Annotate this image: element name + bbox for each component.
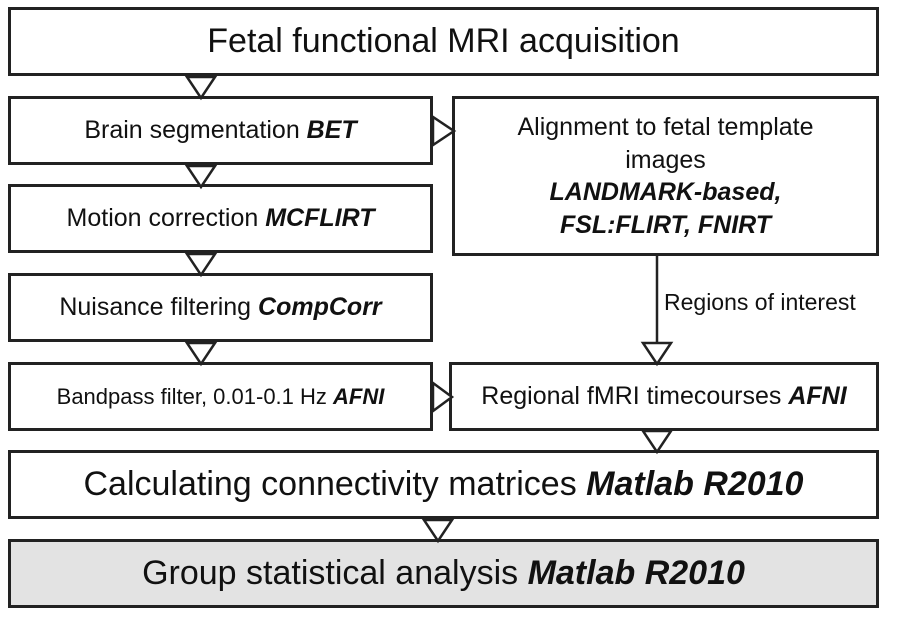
arrow-motion-to-nuisance — [184, 252, 218, 278]
tool-name: AFNI — [333, 383, 385, 409]
step-label-line2: images — [625, 145, 706, 174]
step-group-analysis: Group statistical analysis Matlab R2010 — [8, 539, 879, 608]
step-label: Motion correction — [66, 204, 266, 232]
step-regional-timecourses: Regional fMRI timecourses AFNI — [449, 362, 879, 431]
arrow-alignment-to-regional — [640, 341, 674, 367]
arrow-nuisance-to-bandpass — [184, 341, 218, 367]
step-label: Regional fMRI timecourses — [481, 382, 789, 410]
tool-name: Matlab R2010 — [586, 465, 804, 503]
arrow-bandpass-to-regional — [431, 380, 455, 414]
step-label: Calculating connectivity matrices — [83, 465, 587, 503]
step-label: Bandpass filter, 0.01-0.1 Hz — [56, 383, 334, 409]
tool-name-line2: FSL:FLIRT, FNIRT — [559, 210, 772, 239]
edge-label-regions-of-interest: Regions of interest — [664, 289, 856, 315]
tool-name: MCFLIRT — [265, 204, 375, 232]
step-brain-segmentation: Brain segmentation BET — [8, 96, 433, 165]
step-nuisance-filtering: Nuisance filtering CompCorr — [8, 273, 433, 342]
arrow-segmentation-to-motion — [184, 164, 218, 190]
tool-name-line1: LANDMARK-based, — [549, 178, 782, 206]
step-fmri-acquisition: Fetal functional MRI acquisition — [8, 7, 879, 76]
step-motion-correction: Motion correction MCFLIRT — [8, 184, 433, 253]
tool-name: CompCorr — [258, 293, 382, 321]
tool-name: Matlab R2010 — [527, 554, 745, 592]
step-label: Brain segmentation — [84, 116, 307, 144]
tool-name: AFNI — [788, 382, 847, 410]
arrow-regional-to-connectivity — [640, 429, 674, 455]
arrow-connectivity-to-group — [421, 518, 455, 544]
tool-name: BET — [306, 116, 357, 144]
step-connectivity-matrices: Calculating connectivity matrices Matlab… — [8, 450, 879, 519]
step-template-alignment: Alignment to fetal template images LANDM… — [452, 96, 879, 256]
step-label: Nuisance filtering — [59, 293, 259, 321]
step-label: Fetal functional MRI acquisition — [207, 22, 680, 60]
step-label-line1: Alignment to fetal template — [517, 113, 814, 141]
arrow-segmentation-to-alignment — [431, 114, 457, 148]
arrow-acquisition-to-segmentation — [184, 75, 218, 101]
step-label: Group statistical analysis — [142, 554, 528, 592]
step-bandpass-filter: Bandpass filter, 0.01-0.1 Hz AFNI — [8, 362, 433, 431]
